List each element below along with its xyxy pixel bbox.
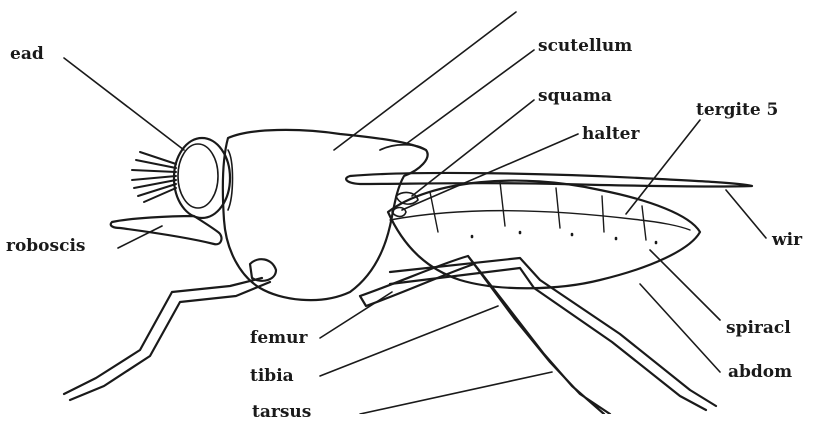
label-head: ead: [10, 46, 44, 63]
leader-spiracle: [650, 250, 720, 320]
abdomen-outline: [388, 181, 700, 289]
compound-eye: [178, 144, 218, 208]
leader-tibia: [320, 306, 498, 376]
label-tergite: tergite 5: [696, 102, 778, 119]
label-femur: femur: [250, 330, 307, 347]
label-tibia: tibia: [250, 368, 294, 385]
label-halter: halter: [582, 126, 639, 143]
abdomen-spiracle-dots: [472, 232, 656, 243]
leader-wing: [726, 190, 766, 238]
label-proboscis: roboscis: [6, 238, 85, 255]
antenna-tuft: [132, 152, 176, 202]
leader-lines: [64, 12, 766, 414]
leader-tarsus: [360, 372, 552, 414]
leader-scutellum: [406, 50, 534, 144]
scutellum-shape: [380, 145, 426, 150]
thorax-outline: [223, 130, 428, 300]
label-spiracle: spiracl: [726, 320, 791, 337]
label-scutellum: scutellum: [538, 38, 632, 55]
label-tarsus: tarsus: [252, 404, 311, 421]
front-leg: [64, 278, 270, 400]
label-wing: wir: [772, 232, 802, 249]
head-outline: [174, 138, 230, 218]
proboscis-shape: [111, 216, 222, 244]
leader-squama: [412, 100, 534, 196]
hind-leg: [390, 258, 716, 410]
leader-head: [64, 58, 184, 150]
label-squama: squama: [538, 88, 612, 105]
label-abdomen: abdom: [728, 364, 792, 381]
